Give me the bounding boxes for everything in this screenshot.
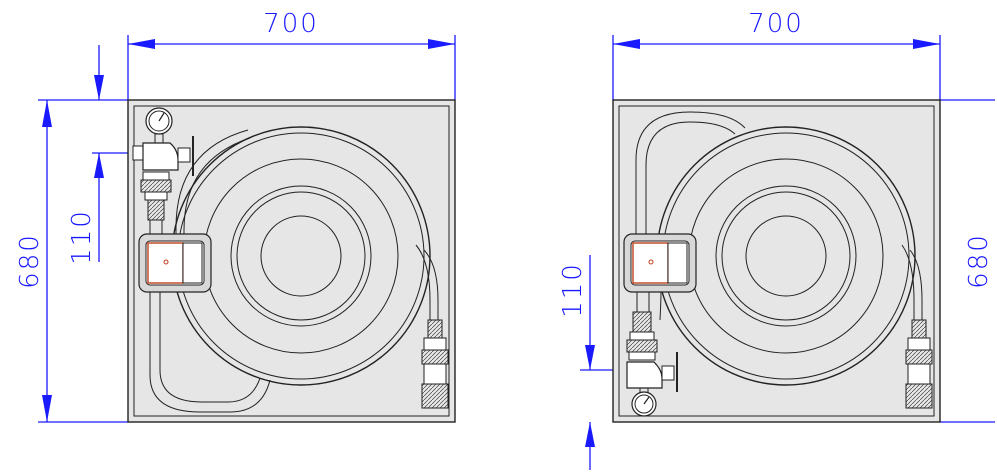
left-height-dimension: 680 [15,99,128,423]
valve-icon [132,136,194,234]
right-hose [635,111,923,321]
right-hose-guide [623,233,697,293]
left-height-label: 680 [15,233,45,289]
left-offset-label: 110 [67,209,97,265]
valve-icon [626,292,678,392]
pressure-gauge-icon [631,387,657,417]
right-offset-label: 110 [558,262,588,318]
left-width-label: 700 [263,9,319,39]
right-width-dimension: 700 [612,9,941,100]
right-height-dimension: 680 [940,99,995,423]
right-height-label: 680 [964,233,994,289]
nozzle-icon [905,319,933,409]
left-hose [149,129,439,413]
nozzle-icon [421,319,449,409]
right-width-label: 700 [748,9,804,39]
left-cabinet: 700 680 110 [15,9,456,423]
pressure-gauge-icon [145,107,173,145]
right-cabinet: 700 680 110 [558,9,995,470]
left-hose-guide [138,233,212,293]
right-offset-dimension: 110 [558,255,630,470]
left-width-dimension: 700 [127,9,456,100]
